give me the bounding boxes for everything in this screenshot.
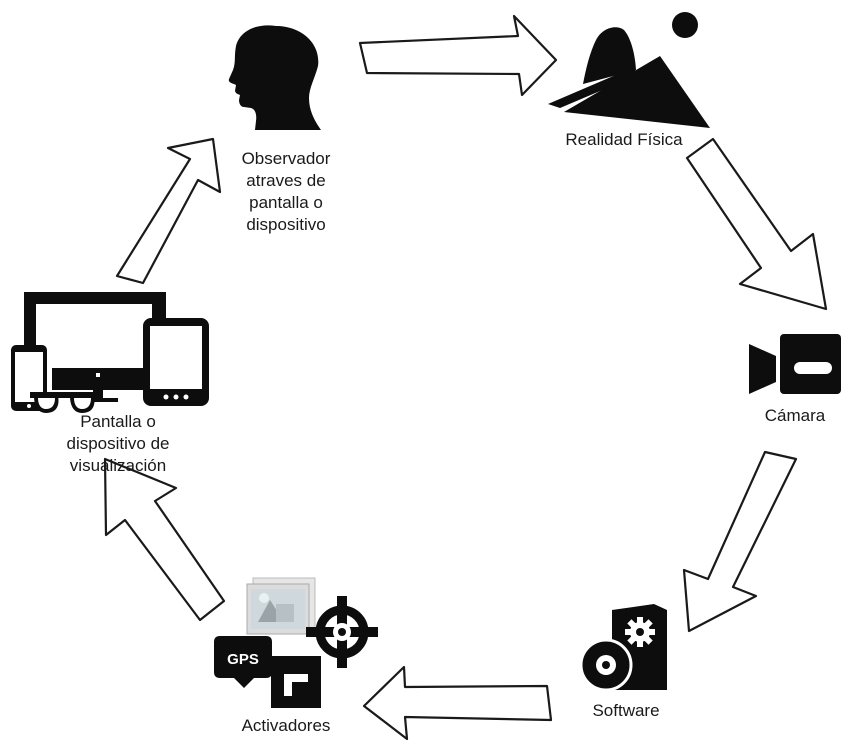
video-camera-icon <box>749 334 841 394</box>
arrow-activators-to-display <box>103 457 226 622</box>
mountains-sun-icon <box>548 12 710 128</box>
activators-label-line: Activadores <box>241 716 331 735</box>
arrow-software-to-activators <box>362 665 553 741</box>
svg-text:GPS: GPS <box>227 651 259 668</box>
activators-label: Activadores <box>222 715 350 737</box>
observer-label-line: Observador <box>241 149 331 168</box>
human-head-silhouette-icon <box>228 25 321 130</box>
observer-label-line: pantalla o <box>249 193 323 212</box>
reality-label-line: Realidad Física <box>565 130 683 149</box>
reality-label: Realidad Física <box>548 129 700 151</box>
arrow-camera-to-software <box>682 450 798 633</box>
software-disc-gear-icon <box>579 604 667 692</box>
camera-label: Cámara <box>752 405 838 427</box>
observer-label: Observador atraves de pantalla o disposi… <box>226 148 346 236</box>
display-label-line: visualización <box>69 456 167 475</box>
devices-screens-glasses-icon <box>11 292 209 413</box>
software-label-line: Software <box>592 701 660 720</box>
observer-label-line: dispositivo <box>246 215 326 234</box>
camera-label-line: Cámara <box>764 406 826 425</box>
display-label-line: dispositivo de <box>66 434 170 453</box>
activators-gps-marker-target-icon: GPS <box>214 577 378 708</box>
display-label: Pantalla o dispositivo de visualización <box>46 411 190 477</box>
display-label-line: Pantalla o <box>80 412 156 431</box>
arrow-display-to-observer <box>115 137 222 285</box>
software-label: Software <box>574 700 678 722</box>
arrow-reality-to-camera <box>685 137 828 311</box>
arrow-observer-to-reality <box>358 14 558 97</box>
observer-label-line: atraves de <box>246 171 326 190</box>
